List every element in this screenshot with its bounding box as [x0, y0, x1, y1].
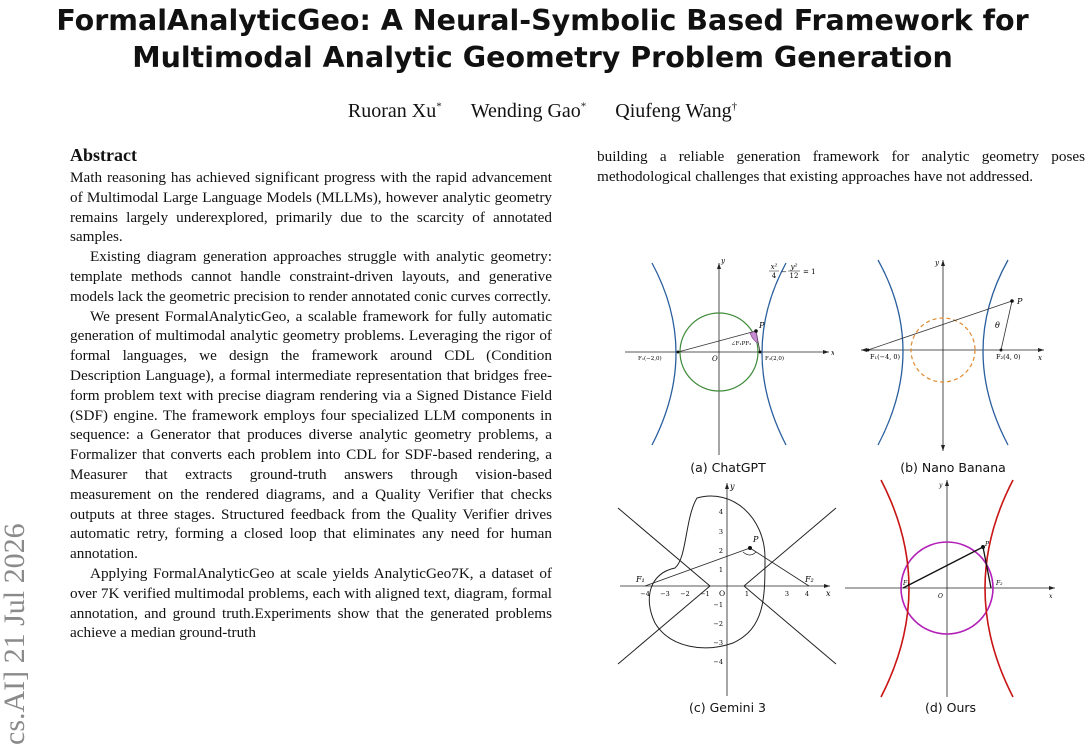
svg-text:−: −: [781, 268, 787, 276]
focus-right-label: F₂(4, 0): [996, 353, 1021, 361]
caption-chatgpt: (a) ChatGPT: [690, 460, 766, 475]
abstract-heading: Abstract: [70, 145, 137, 165]
abstract-paragraph-2: Existing diagram generation approaches s…: [70, 248, 552, 305]
angle-label: ∠F₁PF₂: [731, 341, 751, 347]
y-axis-label: y: [938, 482, 943, 489]
abstract-paragraph-3: We present FormalAnalyticGeo, a scalable…: [70, 307, 552, 563]
y-axis-label: y: [720, 257, 726, 265]
svg-text:4: 4: [772, 272, 777, 280]
origin-label: O: [712, 355, 718, 363]
x-axis-label: x: [1038, 354, 1042, 362]
abstract-section: Abstract Math reasoning has achieved sig…: [70, 145, 552, 643]
svg-text:−1: −1: [700, 590, 710, 598]
point-label: P: [1016, 297, 1023, 306]
caption-gemini: (c) Gemini 3: [689, 700, 766, 715]
right-column: building a reliable generation framework…: [597, 147, 1085, 187]
svg-text:2: 2: [719, 547, 723, 555]
abstract-paragraph-1: Math reasoning has achieved significant …: [70, 169, 552, 246]
svg-text:1: 1: [745, 590, 749, 598]
caption-nano-banana: (b) Nano Banana: [900, 460, 1006, 475]
figure-panel-nano-banana: P θ x y F₁(−4, 0) F₂(4, 0): [861, 259, 1044, 451]
figure-panel-ours: P F₁ F₂ y x O: [845, 479, 1055, 698]
svg-text:−3: −3: [713, 639, 723, 647]
title-line-1: FormalAnalyticGeo: A Neural-Symbolic Bas…: [56, 4, 1029, 37]
svg-text:3: 3: [785, 590, 789, 598]
x-axis-label: x: [831, 349, 834, 357]
svg-text:3: 3: [719, 528, 723, 536]
svg-text:y²: y²: [790, 263, 798, 271]
svg-text:−4: −4: [713, 658, 723, 666]
figure-panel-chatgpt: P x y O F₁(−2,0) F₂(2,0) ∠F₁PF₂ x² 4 − y…: [625, 257, 834, 455]
author-2: Wending Gao*: [470, 100, 587, 122]
focus-left-label: F₁(−4, 0): [870, 353, 901, 361]
abstract-paragraph-4: Applying FormalAnalyticGeo at scale yiel…: [70, 564, 552, 642]
focus-right-label: F₂: [995, 580, 1003, 587]
title-line-2: Multimodal Analytic Geometry Problem Gen…: [132, 41, 953, 74]
svg-text:= 1: = 1: [803, 268, 816, 276]
svg-text:−3: −3: [660, 590, 670, 598]
x-axis-label: x: [826, 589, 831, 598]
svg-text:−1: −1: [713, 601, 723, 609]
point-label: P: [758, 321, 765, 330]
svg-text:1: 1: [719, 566, 723, 574]
author-list: Ruoran Xu* Wending Gao* Qiufeng Wang†: [0, 100, 1085, 123]
svg-text:x²: x²: [771, 263, 778, 271]
author-1: Ruoran Xu*: [347, 100, 442, 122]
focus-right-label: F₂: [804, 575, 814, 584]
y-ticks: 4 3 2 1 −1 −2 −3 −4: [713, 508, 723, 666]
y-axis-label: y: [729, 482, 735, 491]
focus-right-label: F₂(2,0): [765, 355, 784, 362]
hyperbola-equation: x² 4 − y² 12 = 1: [769, 263, 816, 280]
paper-title: FormalAnalyticGeo: A Neural-Symbolic Bas…: [0, 2, 1085, 76]
focus-left-label: F₁(−2,0): [638, 355, 662, 362]
point-label: P: [984, 541, 990, 548]
focus-left-label: F₁: [635, 575, 645, 584]
arxiv-stamp: cs.AI] 21 Jul 2026: [0, 523, 31, 745]
y-axis-label: y: [934, 259, 940, 267]
svg-text:12: 12: [790, 272, 799, 280]
point-label: P: [752, 535, 759, 544]
x-ticks: −4 −3 −2 −1 1 3 4: [640, 590, 809, 598]
author-3: Qiufeng Wang†: [615, 100, 738, 122]
focus-left-label: F₁: [902, 580, 910, 587]
svg-text:−4: −4: [640, 590, 650, 598]
origin-label: O: [719, 589, 725, 598]
figure-panel-gemini: P F₁ F₂ y x O −4 −3 −2 −1 1 3 4 4 3 2 1 …: [617, 482, 837, 696]
svg-text:−2: −2: [680, 590, 690, 598]
angle-label: θ: [995, 321, 1000, 330]
svg-text:4: 4: [719, 508, 723, 516]
caption-ours: (d) Ours: [924, 700, 977, 715]
x-axis-label: x: [1049, 593, 1053, 600]
right-column-text: building a reliable generation framework…: [597, 148, 1085, 185]
svg-text:4: 4: [805, 590, 809, 598]
svg-text:−2: −2: [713, 620, 723, 628]
origin-label: O: [938, 593, 943, 600]
